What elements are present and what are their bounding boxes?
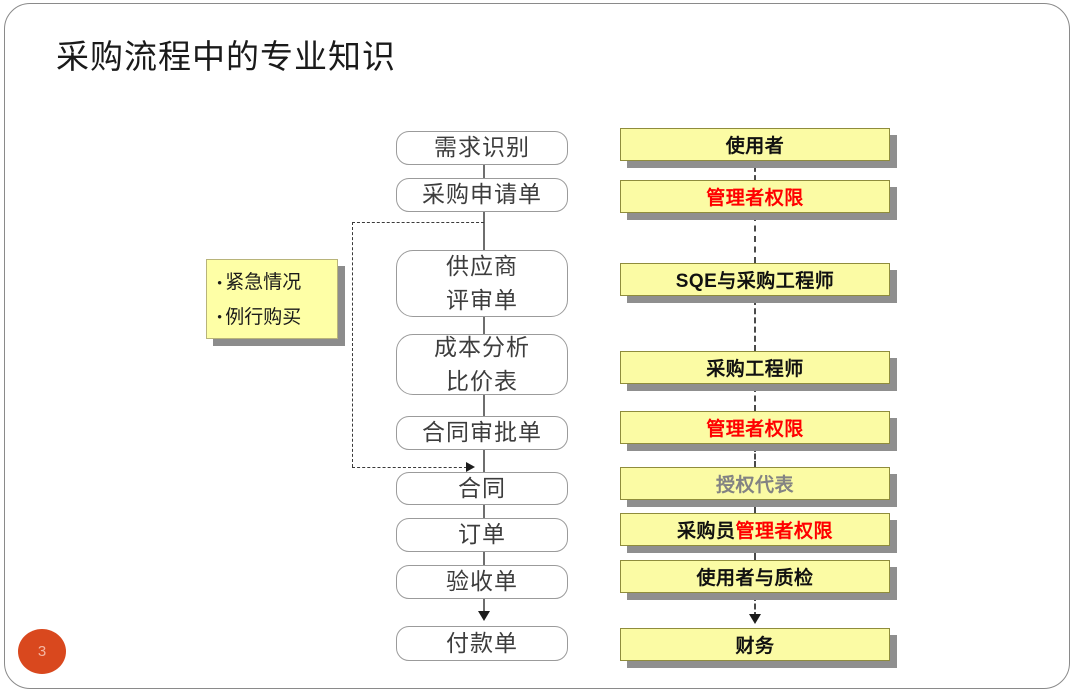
role-connector-7-8 — [754, 548, 756, 560]
flow-connector-3-4 — [483, 317, 485, 335]
flow-step-contract-approval[interactable]: 合同审批单 — [396, 416, 568, 450]
flow-step-label: 合同审批单 — [422, 420, 542, 445]
role-box-manager-authority-2[interactable]: 管理者权限 — [620, 411, 890, 444]
role-connector-4-5 — [754, 386, 756, 411]
role-label: 使用者与质检 — [696, 568, 814, 589]
role-label: 使用者 — [725, 136, 785, 157]
role-connector-8-9 — [754, 595, 756, 618]
flow-step-label: 订单 — [458, 522, 506, 547]
flow-step-acceptance[interactable]: 验收单 — [396, 565, 568, 599]
flow-step-label-line1: 供应商 — [446, 253, 518, 279]
role-label: 财务 — [735, 636, 775, 657]
role-label: 采购工程师 — [706, 359, 804, 380]
bullet-icon: • — [217, 310, 223, 327]
callout-item: •紧急情况 — [217, 266, 333, 301]
flow-step-contract[interactable]: 合同 — [396, 472, 568, 505]
role-label: 管理者权限 — [706, 188, 804, 209]
flow-connector-6-7 — [483, 505, 485, 518]
role-box-buyer-manager-authority[interactable]: 采购员管理者权限 — [620, 513, 890, 546]
role-connector-2-3 — [754, 215, 756, 263]
flow-connector-8-9 — [483, 599, 485, 615]
bypass-dashed-left — [352, 222, 353, 467]
callout-item: •例行购买 — [217, 301, 333, 336]
flow-step-label: 验收单 — [446, 569, 518, 594]
role-box-purchasing-engineer[interactable]: 采购工程师 — [620, 351, 890, 384]
flow-step-label: 需求识别 — [434, 135, 530, 160]
callout-item-label: 紧急情况 — [225, 272, 302, 293]
role-label: SQE与采购工程师 — [675, 271, 835, 292]
role-connector-5-6 — [754, 446, 756, 467]
role-label-black: 采购员 — [676, 521, 736, 542]
flow-step-label-line1: 成本分析 — [434, 334, 530, 360]
flow-connector-2-3 — [483, 211, 485, 251]
bypass-arrowhead — [466, 462, 475, 472]
flow-arrowhead-to-payment — [478, 611, 490, 621]
callout-item-label: 例行购买 — [225, 306, 302, 328]
flow-step-label: 付款单 — [446, 630, 518, 656]
role-connector-6-7 — [754, 502, 756, 513]
flow-step-cost-analysis[interactable]: 成本分析 比价表 — [396, 334, 568, 395]
role-label: 管理者权限 — [706, 419, 804, 440]
flow-connector-4-5 — [483, 394, 485, 416]
flow-step-label-line2: 比价表 — [446, 368, 518, 394]
flow-step-purchase-request[interactable]: 采购申请单 — [396, 178, 568, 212]
page-number-badge: 3 — [18, 629, 66, 674]
callout-exception-note[interactable]: •紧急情况 •例行购买 — [206, 259, 338, 339]
flow-connector-5-6 — [483, 450, 485, 472]
role-box-user-and-qc[interactable]: 使用者与质检 — [620, 560, 890, 593]
flow-step-need-identification[interactable]: 需求识别 — [396, 131, 568, 165]
role-connector-3-4 — [754, 299, 756, 351]
flow-step-payment[interactable]: 付款单 — [396, 626, 568, 661]
role-connector-1-2 — [754, 167, 756, 180]
bullet-icon: • — [217, 275, 223, 292]
role-box-authorized-representative[interactable]: 授权代表 — [620, 467, 890, 500]
flow-step-label: 采购申请单 — [422, 182, 542, 207]
role-box-sqe-and-purchasing-engineer[interactable]: SQE与采购工程师 — [620, 263, 890, 296]
role-label: 授权代表 — [715, 475, 794, 496]
flow-step-label: 合同 — [458, 475, 506, 501]
role-label-red: 管理者权限 — [735, 521, 834, 542]
flow-connector-7-8 — [483, 552, 485, 565]
role-box-manager-authority-1[interactable]: 管理者权限 — [620, 180, 890, 213]
flow-step-label-line2: 评审单 — [446, 287, 518, 313]
page-number: 3 — [37, 643, 47, 660]
role-arrowhead-to-finance — [749, 614, 761, 624]
flow-step-order[interactable]: 订单 — [396, 518, 568, 552]
bypass-dashed-top — [352, 222, 484, 223]
flow-connector-1-2 — [483, 164, 485, 178]
flow-step-supplier-review[interactable]: 供应商 评审单 — [396, 250, 568, 317]
bypass-dashed-bottom — [352, 467, 467, 468]
page-title: 采购流程中的专业知识 — [56, 40, 396, 76]
role-box-user[interactable]: 使用者 — [620, 128, 890, 161]
role-box-finance[interactable]: 财务 — [620, 628, 890, 661]
